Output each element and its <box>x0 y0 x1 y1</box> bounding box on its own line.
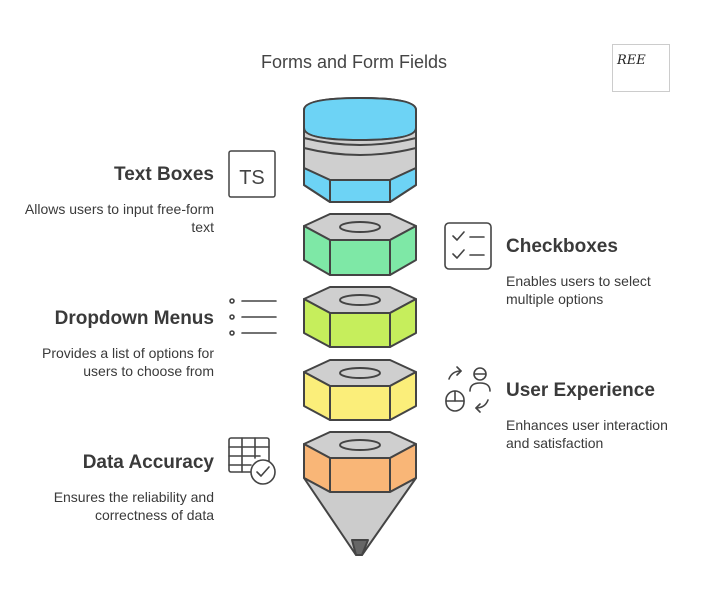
desc-text-boxes: Allows users to input free-form text <box>24 201 214 235</box>
text-box-icon: TS <box>228 150 276 198</box>
diagram-title: Forms and Form Fields <box>260 52 448 72</box>
heading-user-experience: User Experience <box>506 380 655 401</box>
segment-text-boxes <box>303 97 417 203</box>
heading-text-boxes: Text Boxes <box>114 164 214 185</box>
desc-checkboxes: Enables users to select multiple options <box>506 273 651 307</box>
checklist-icon <box>444 222 492 270</box>
list-icon <box>229 298 277 336</box>
text-box-icon-label: TS <box>239 167 265 189</box>
user-interaction-icon <box>445 366 491 413</box>
logo: REE <box>612 44 670 92</box>
table-check-icon <box>228 437 276 485</box>
heading-dropdown-menus: Dropdown Menus <box>54 308 214 329</box>
heading-data-accuracy: Data Accuracy <box>82 452 214 473</box>
segment-data-accuracy <box>303 431 417 556</box>
logo-text: REE <box>617 53 646 68</box>
heading-checkboxes: Checkboxes <box>506 236 618 257</box>
segment-dropdown-menus <box>303 286 417 348</box>
segment-checkboxes <box>303 213 417 276</box>
desc-user-experience: Enhances user interaction and satisfacti… <box>506 417 668 451</box>
desc-dropdown-menus: Provides a list of options for users to … <box>42 345 214 379</box>
desc-data-accuracy: Ensures the reliability and correctness … <box>53 489 214 523</box>
segment-user-experience <box>303 359 417 421</box>
